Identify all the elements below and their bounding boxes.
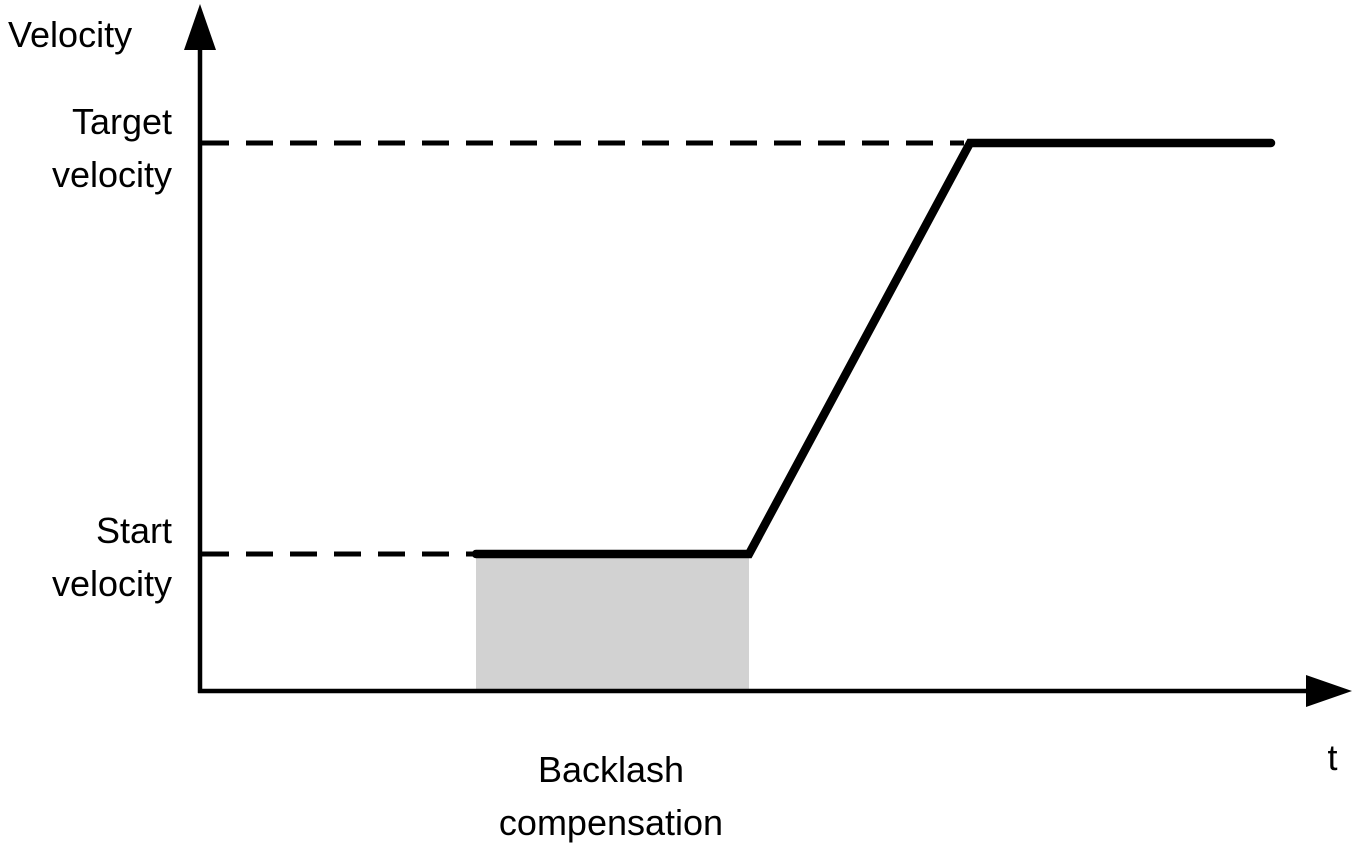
x-axis-arrowhead-icon [1306, 675, 1352, 707]
backlash-region-label: Backlash compensation [498, 749, 724, 843]
backlash-region [476, 557, 749, 690]
y-axis-label: Velocity [8, 14, 133, 55]
target-velocity-label: Target velocity [51, 101, 172, 195]
start-velocity-label: Start velocity [51, 510, 172, 604]
x-axis-label: t [1327, 737, 1338, 778]
y-axis-arrowhead-icon [184, 4, 216, 50]
velocity-profile-line [471, 138, 1276, 559]
